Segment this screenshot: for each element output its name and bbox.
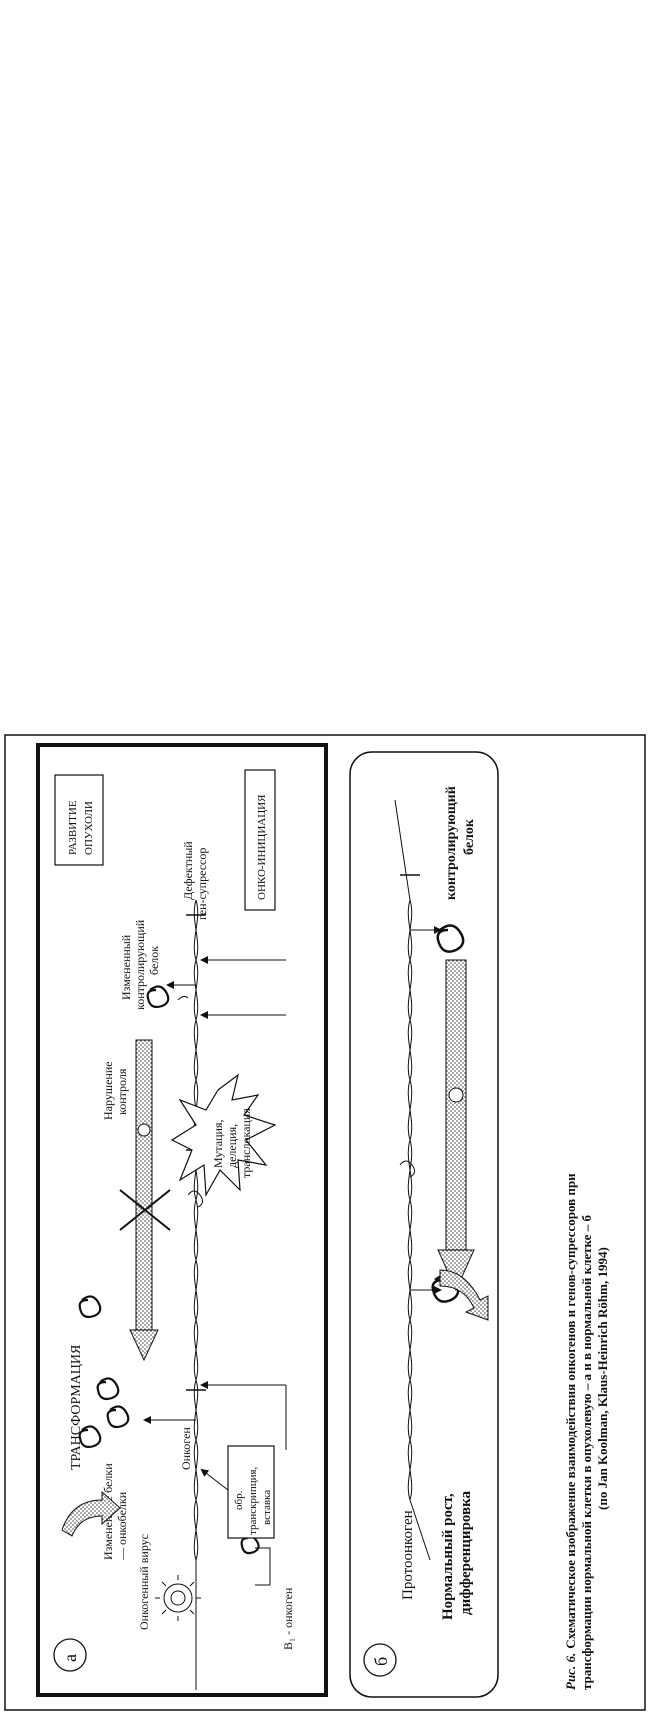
label-defective-suppressor-2: ген-супрессор [195,848,209,920]
label-control-protein-1: контролирующий [444,786,459,900]
label-rev-tr-3: вставка [261,1490,273,1525]
mutation-burst [170,1073,277,1198]
protein-icon-b-2 [436,924,465,953]
label-onco-initiation: ОНКО-ИНИЦИАЦИЯ [256,794,268,900]
panel-b: б Протоонкоген Нормальный рост, дифферен… [349,751,499,1698]
reverse-transcription-box [227,1445,275,1539]
control-arrow-b [437,959,475,1292]
panel-a-marker: а [60,1654,80,1662]
panel-b-border [349,751,499,1698]
transformation-arrow [61,1490,121,1537]
caption-line-3: (по Jan Koolman, Klaus-Heinrich Röhm, 19… [595,1247,610,1510]
label-oncogenic-virus: Онкогенный вирус [137,1534,151,1630]
control-arrow-a [119,1039,171,1362]
oncoprotein-icons [78,985,170,1449]
dna-strand-a [186,899,206,1690]
caption-line-1-text: Схематическое изображение взаимодействия… [563,1173,578,1649]
panel-a: а ТРАНСФОРМАЦИЯ Измененные белки — онкоб… [36,743,328,1697]
label-control-disruption-1: Нарушение [101,1061,115,1120]
onco-initiation-box [244,769,276,911]
label-altered-control-3: белок [147,946,161,975]
label-mutation-3: транслокация [239,1108,253,1178]
label-oncogene: Онкоген [179,1427,193,1470]
label-normal-growth-2: дифференцировка [458,1490,474,1615]
tumor-development-box [54,774,104,866]
dna-strand-b [394,799,431,1561]
virus-icon [155,1575,201,1621]
caption-prefix: Рис. 6. [563,1653,578,1690]
label-altered-proteins-2: — онкобелки [115,1491,129,1561]
caption: Рис. 6. Схематическое изображение взаимод… [563,1173,610,1690]
label-defective-suppressor-1: Дефектный [181,841,195,900]
label-control-protein-2: белок [462,818,477,855]
caption-line-2: трансформации нормальной клетки в опухол… [579,1215,594,1690]
label-rev-tr-1: обр. [233,1490,245,1510]
panel-a-border [36,743,328,1697]
label-tumor-development-1: РАЗВИТИЕ [67,800,79,855]
label-mutation-1: Мутация, [211,1120,225,1168]
label-mutation-2: делеция, [225,1124,239,1168]
label-normal-growth-1: Нормальный рост, [440,1493,456,1620]
label-protooncogene: Протоонкоген [400,1510,416,1600]
label-transformation: ТРАНСФОРМАЦИЯ [69,1345,84,1470]
label-control-disruption-2: контроля [115,1068,129,1115]
label-b1-oncogene: B₁ - онкоген [281,1587,295,1650]
label-altered-control-2: контролирующий [133,919,147,1010]
outer-frame [4,734,646,1711]
label-tumor-development-2: ОПУХОЛИ [83,801,95,855]
caption-line-1: Рис. 6. Схематическое изображение взаимод… [563,1173,578,1690]
normal-growth-arrow [439,1269,489,1321]
label-altered-control-1: Измененный [119,934,133,1000]
panel-b-marker-circle [363,1643,397,1677]
label-rev-tr-2: транскрипция, [247,1466,259,1535]
panel-a-marker-circle [53,1638,87,1672]
panel-b-marker: б [371,1657,391,1666]
